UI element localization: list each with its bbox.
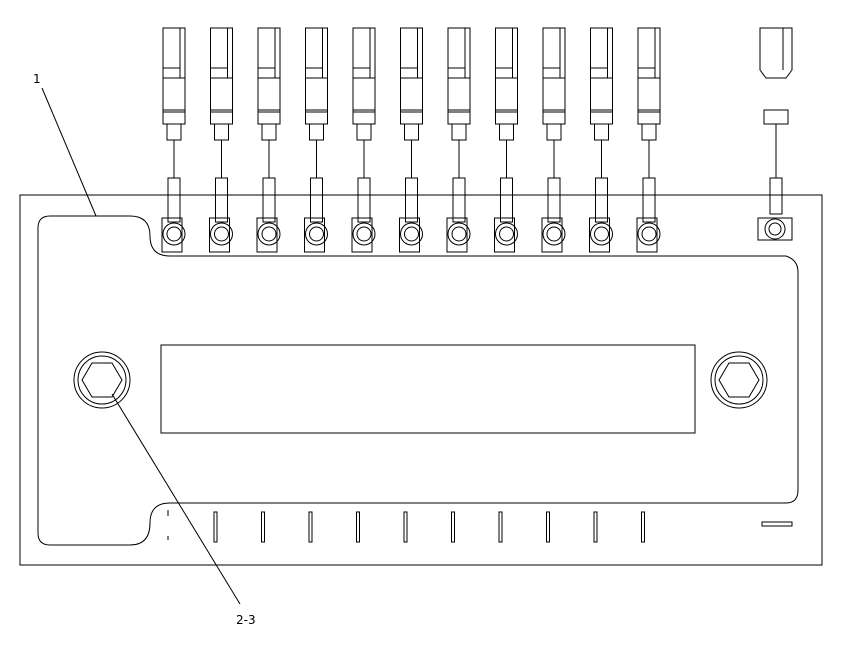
terminal-7 [447, 28, 470, 252]
bottom-slot-5 [404, 512, 407, 542]
terminal-5 [352, 28, 375, 252]
base-plate [20, 195, 822, 565]
terminal-extra [758, 28, 792, 240]
inner-contour [38, 216, 798, 545]
terminal-6 [400, 28, 423, 252]
label-window [161, 345, 695, 433]
bottom-slot-2 [262, 512, 265, 542]
bottom-slot-9 [594, 512, 597, 542]
bottom-slot-1 [214, 512, 217, 542]
terminal-9 [542, 28, 565, 252]
bottom-slot-6 [452, 512, 455, 542]
terminal-2 [210, 28, 233, 252]
leader-line-1 [42, 88, 96, 216]
mounting-bolt-left [74, 352, 130, 408]
callout-2-3: 2-3 [236, 613, 256, 627]
terminal-3 [257, 28, 280, 252]
terminal-8 [495, 28, 518, 252]
callout-1: 1 [33, 72, 41, 86]
bottom-slot-8 [547, 512, 550, 542]
terminal-10 [590, 28, 613, 252]
terminal-4 [305, 28, 328, 252]
terminal-1 [162, 28, 185, 252]
bottom-slot-4 [357, 512, 360, 542]
bottom-slot-10 [642, 512, 645, 542]
terminal-11 [637, 28, 660, 252]
bottom-slot-3 [309, 512, 312, 542]
mounting-bolt-right [711, 352, 767, 408]
leader-line-2-3 [112, 394, 240, 604]
slot-bar-right [762, 522, 792, 526]
bottom-slot-7 [499, 512, 502, 542]
